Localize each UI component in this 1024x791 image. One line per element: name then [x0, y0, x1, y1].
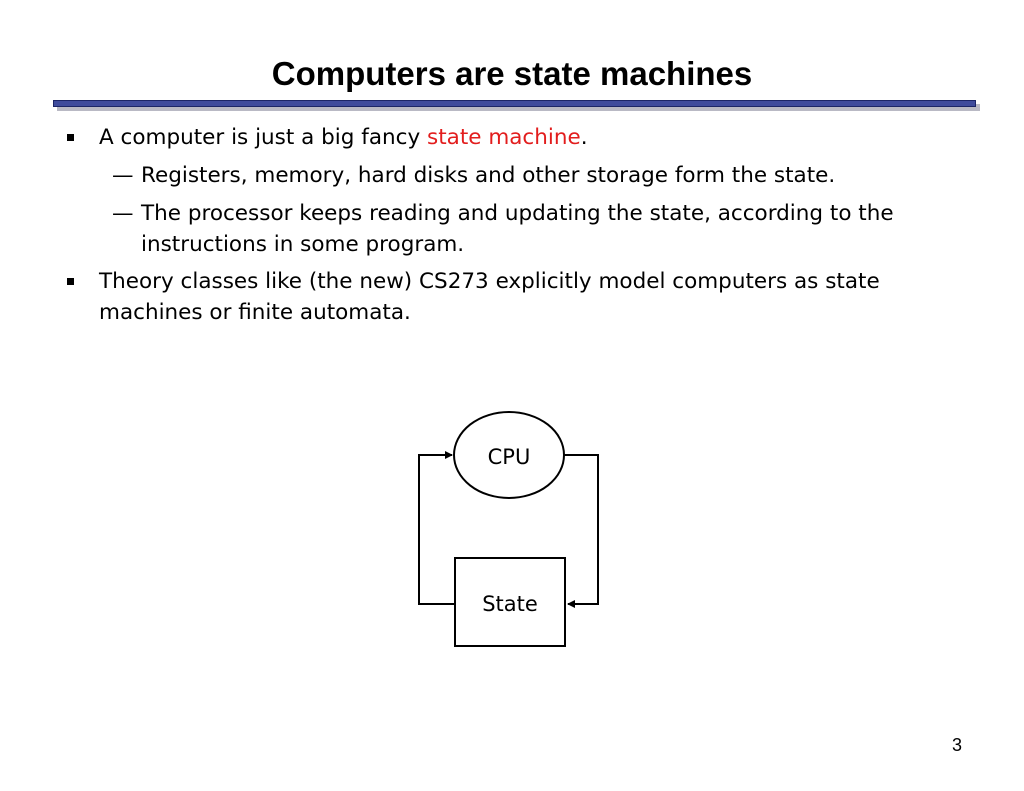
square-bullet-icon: [67, 278, 74, 285]
bullet-item-2: Theory classes like (the new) CS273 expl…: [67, 266, 967, 328]
dash-bullet-icon: —: [112, 201, 134, 226]
highlighted-term: state machine: [427, 125, 581, 150]
cpu-to-state-arrow: [564, 454, 599, 608]
sub-bullet-text: Registers, memory, hard disks and other …: [141, 163, 836, 188]
bullet-text: A computer is just a big fancy state mac…: [99, 122, 588, 153]
page-number: 3: [951, 735, 962, 755]
square-bullet-icon: [67, 134, 74, 141]
bullet-text-line-2: machines or finite automata.: [99, 300, 411, 325]
bullet-text-line-1: Theory classes like (the new) CS273 expl…: [99, 269, 880, 294]
state-to-cpu-arrow: [418, 451, 455, 605]
sub-bullet-item-1: — Registers, memory, hard disks and othe…: [112, 160, 972, 191]
state-node: [454, 557, 566, 647]
state-label: State: [482, 592, 538, 616]
slide-title: Computers are state machines: [271, 55, 753, 92]
sub-bullet-text-line-1: The processor keeps reading and updating…: [141, 201, 894, 226]
cpu-label: CPU: [488, 445, 531, 469]
dash-bullet-icon: —: [112, 163, 134, 188]
sub-bullet-item-2: — The processor keeps reading and updati…: [112, 198, 972, 260]
sub-bullet-text-line-2: instructions in some program.: [141, 232, 465, 257]
bullet-text-part: A computer is just a big fancy: [99, 125, 428, 150]
bullet-item-1: A computer is just a big fancy state mac…: [67, 122, 967, 153]
title-divider: [53, 100, 976, 107]
bullet-text-part: .: [580, 125, 588, 150]
